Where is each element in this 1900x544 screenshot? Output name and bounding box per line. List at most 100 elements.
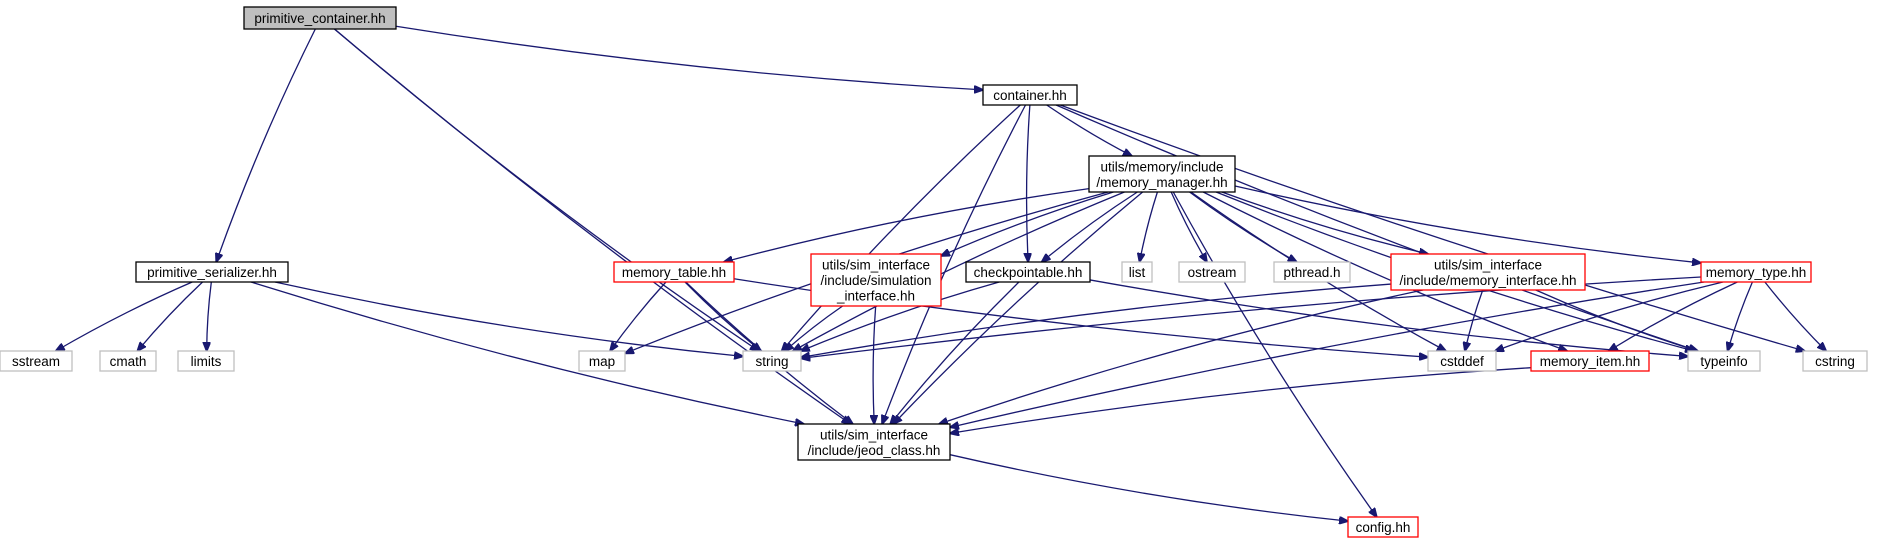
node-typeinfo-box	[1687, 350, 1761, 372]
edge-memory_interface-to-string	[801, 283, 1392, 357]
node-primitive_serializer[interactable]: primitive_serializer.hh	[135, 261, 289, 283]
node-memory_manager[interactable]: utils/memory/include/memory_manager.hh	[1088, 155, 1236, 193]
edge-memory_interface-to-jeod_class	[939, 289, 1424, 424]
node-list-label-0: list	[1129, 265, 1146, 280]
node-map-label-0: map	[589, 354, 615, 369]
node-memory_manager-box	[1088, 155, 1236, 193]
node-primitive_container[interactable]: primitive_container.hh	[243, 6, 397, 30]
node-memory_type[interactable]: memory_type.hh	[1700, 261, 1812, 283]
node-container[interactable]: container.hh	[982, 84, 1078, 106]
node-typeinfo-label-0: typeinfo	[1700, 354, 1747, 369]
edge-primitive_container-to-container	[395, 25, 983, 90]
node-container-label-0: container.hh	[993, 88, 1067, 103]
node-config-label-0: config.hh	[1356, 520, 1411, 535]
node-limits-label-0: limits	[191, 354, 222, 369]
node-memory_interface-box	[1390, 253, 1586, 291]
edge-memory_manager-to-jeod_class	[893, 191, 1144, 424]
edge-simulation_interface-to-string	[785, 305, 843, 351]
node-config[interactable]: config.hh	[1347, 516, 1419, 538]
node-memory_table-label-0: memory_table.hh	[622, 265, 726, 280]
edge-primitive_serializer-to-limits	[207, 281, 212, 351]
node-ostream[interactable]: ostream	[1178, 261, 1246, 283]
nodes-layer: primitive_container.hh container.hh utils/…	[0, 6, 1868, 538]
node-cstring-box	[1802, 350, 1868, 372]
edges-layer	[56, 25, 1826, 521]
node-pthread-label-0: pthread.h	[1283, 265, 1340, 280]
edge-memory_manager-to-list	[1140, 191, 1159, 262]
edge-memory_type-to-cstring	[1764, 281, 1826, 351]
edge-container-to-checkpointable	[1027, 104, 1030, 262]
edge-memory_manager-to-config	[1172, 191, 1376, 517]
node-sstream[interactable]: sstream	[0, 350, 73, 372]
edge-memory_type-to-typeinfo	[1728, 281, 1753, 351]
node-list[interactable]: list	[1121, 261, 1153, 283]
edge-memory_manager-to-memory_table	[724, 188, 1090, 262]
node-cmath-label-0: cmath	[110, 354, 147, 369]
edge-container-to-memory_manager	[1046, 104, 1132, 156]
node-simulation_interface-box	[810, 253, 942, 307]
node-memory_manager-label-1: /memory_manager.hh	[1096, 175, 1227, 190]
edge-checkpointable-to-jeod_class	[890, 281, 1020, 424]
edge-primitive_serializer-to-cmath	[137, 281, 204, 351]
edge-memory_manager-to-checkpointable	[1042, 191, 1138, 262]
node-string-label-0: string	[755, 354, 788, 369]
edge-memory_manager-to-simulation_interface	[941, 191, 1114, 256]
node-simulation_interface-label-0: utils/sim_interface	[822, 258, 930, 273]
node-jeod_class-label-1: /include/jeod_class.hh	[808, 443, 941, 458]
node-string[interactable]: string	[742, 350, 802, 372]
edge-memory_table-to-map	[610, 281, 667, 351]
node-memory_item[interactable]: memory_item.hh	[1530, 350, 1650, 372]
edge-memory_manager-to-ostream	[1170, 191, 1207, 262]
node-ostream-box	[1178, 261, 1246, 283]
node-memory_type-box	[1700, 261, 1812, 283]
edge-memory_type-to-memory_item	[1609, 281, 1738, 351]
node-primitive_serializer-label-0: primitive_serializer.hh	[147, 265, 277, 280]
node-primitive_container-box	[243, 6, 397, 30]
node-cstring-label-0: cstring	[1815, 354, 1855, 369]
node-memory_item-label-0: memory_item.hh	[1540, 354, 1641, 369]
node-limits-box	[177, 350, 235, 372]
edge-primitive_container-to-primitive_serializer	[216, 28, 316, 262]
edge-memory_manager-to-string	[793, 191, 1125, 351]
node-memory_interface[interactable]: utils/sim_interface/include/memory_inter…	[1390, 253, 1586, 291]
node-jeod_class[interactable]: utils/sim_interface/include/jeod_class.h…	[797, 423, 951, 461]
node-limits[interactable]: limits	[177, 350, 235, 372]
edge-checkpointable-to-string	[801, 281, 1000, 351]
edge-container-to-string	[782, 104, 1021, 351]
edge-container-to-cstring	[1060, 104, 1804, 351]
node-cstddef[interactable]: cstddef	[1427, 350, 1497, 372]
node-memory_interface-label-0: utils/sim_interface	[1434, 257, 1542, 272]
edge-memory_type-to-cstddef	[1495, 281, 1724, 351]
edge-jeod_class-to-config	[949, 454, 1348, 521]
node-container-box	[982, 84, 1078, 106]
node-simulation_interface[interactable]: utils/sim_interface/include/simulation_i…	[810, 253, 942, 307]
node-memory_table[interactable]: memory_table.hh	[613, 261, 735, 283]
node-jeod_class-label-0: utils/sim_interface	[820, 427, 928, 442]
node-primitive_serializer-box	[135, 261, 289, 283]
node-cstddef-label-0: cstddef	[1440, 354, 1484, 369]
node-pthread[interactable]: pthread.h	[1273, 261, 1351, 283]
edge-primitive_serializer-to-jeod_class	[250, 281, 804, 424]
edge-memory_manager-to-memory_interface	[1221, 191, 1428, 254]
node-checkpointable-label-0: checkpointable.hh	[974, 265, 1083, 280]
node-memory_interface-label-1: /include/memory_interface.hh	[1399, 273, 1576, 288]
node-checkpointable[interactable]: checkpointable.hh	[965, 261, 1091, 283]
node-sstream-box	[0, 350, 73, 372]
node-cstring[interactable]: cstring	[1802, 350, 1868, 372]
node-simulation_interface-label-1: /include/simulation	[820, 273, 931, 288]
node-jeod_class-box	[797, 423, 951, 461]
node-typeinfo[interactable]: typeinfo	[1687, 350, 1761, 372]
node-memory_type-label-0: memory_type.hh	[1706, 265, 1807, 280]
edge-memory_table-to-string	[684, 281, 761, 351]
edge-memory_manager-to-memory_type	[1234, 185, 1701, 263]
edge-primitive_serializer-to-sstream	[56, 281, 193, 351]
node-cmath[interactable]: cmath	[99, 350, 157, 372]
node-map[interactable]: map	[578, 350, 626, 372]
node-memory_item-box	[1530, 350, 1650, 372]
node-primitive_container-label-0: primitive_container.hh	[254, 11, 385, 26]
edge-memory_type-to-jeod_class	[950, 281, 1705, 427]
node-simulation_interface-label-2: _interface.hh	[836, 289, 915, 304]
edge-checkpointable-to-typeinfo	[1089, 279, 1688, 356]
edge-memory_manager-to-memory_item	[1202, 191, 1567, 351]
